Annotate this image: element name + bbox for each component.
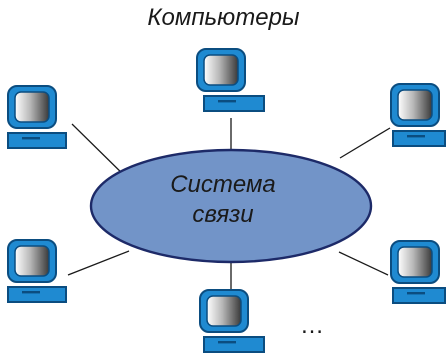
connector-lower-left [67, 250, 130, 276]
computer-icon [390, 240, 446, 304]
connector-lower-right [338, 251, 389, 276]
computers-caption: Компьютеры [147, 4, 300, 31]
computer-icon [199, 289, 265, 353]
hub-label-line2: связи [192, 201, 254, 228]
computer-icon [7, 85, 67, 149]
computer-icon [7, 239, 67, 303]
hub-label-line1: Система [170, 171, 276, 198]
connector-upper-right [339, 127, 391, 159]
computer-icon [196, 48, 265, 112]
more-computers-ellipsis: … [300, 312, 326, 339]
computer-icon [390, 83, 446, 147]
communication-system-hub [89, 148, 373, 264]
hub-label: Система связи [133, 170, 313, 230]
